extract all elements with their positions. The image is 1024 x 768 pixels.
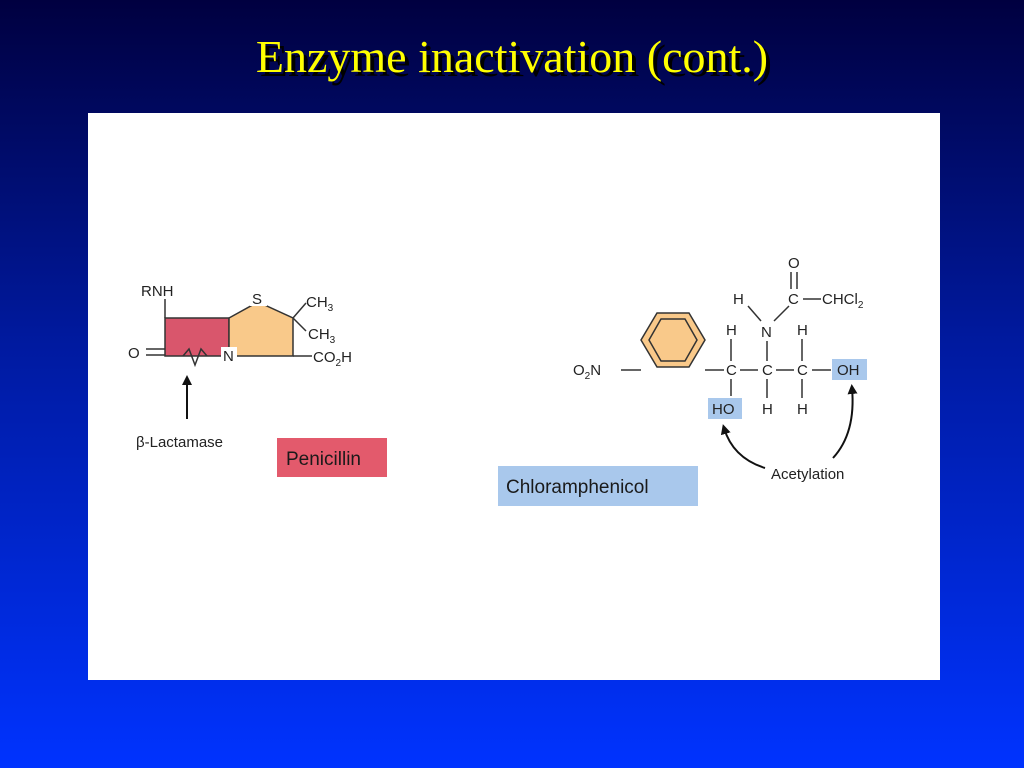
slide-title: Enzyme inactivation (cont.) [255, 31, 769, 82]
acetylation-arrow-right [832, 384, 858, 459]
beta-lactamase-label: β-Lactamase [136, 434, 223, 451]
hydrogen-label-3: H [762, 401, 773, 418]
carbonyl-carbon-label: C [788, 291, 799, 308]
penicillin-structure: RNH S CH3 CH3 O N CO2H β-Lactamase Penic… [128, 283, 387, 477]
figure-panel: RNH S CH3 CH3 O N CO2H β-Lactamase Penic… [88, 113, 940, 680]
dichloromethyl-label: CHCl2 [822, 291, 864, 311]
hydroxyl-label-primary: OH [837, 362, 860, 379]
penicillin-label-box [277, 438, 387, 477]
nitro-label: O2N [573, 362, 601, 382]
amide-hydrogen-label: H [733, 291, 744, 308]
beta-lactam-ring [164, 317, 230, 357]
carbon-label-1: C [726, 362, 737, 379]
hydrogen-label-4: H [797, 401, 808, 418]
carboxyl-label: CO2H [313, 349, 352, 369]
reaction-diagram: RNH S CH3 CH3 O N CO2H β-Lactamase Penic… [128, 255, 867, 506]
acetylation-label: Acetylation [771, 466, 844, 483]
ho-highlight [708, 398, 742, 419]
benzene-ring [640, 312, 706, 368]
carbonyl-oxygen-label: O [788, 255, 800, 272]
carbonyl-oxygen-label: O [128, 345, 140, 362]
chloramphenicol-label-box [498, 466, 698, 506]
carbon-label-2: C [762, 362, 773, 379]
methyl-label-bottom: CH3 [308, 326, 336, 346]
thiazolidine-ring [228, 301, 294, 357]
methyl-label-top: CH3 [306, 294, 334, 314]
chloramphenicol-structure: O2N O C CHCl2 H N H H C C C HO H H OH Ac… [498, 255, 867, 506]
cleavage-site [182, 347, 208, 368]
chloramphenicol-name: Chloramphenicol [506, 477, 649, 498]
nitrogen-label: N [223, 348, 234, 365]
hydrogen-label-1: H [726, 322, 737, 339]
carbon-label-3: C [797, 362, 808, 379]
hydroxyl-label-secondary: HO [712, 401, 735, 418]
sulfur-label: S [252, 291, 262, 308]
amide-nitrogen-label: N [761, 324, 772, 341]
acetylation-arrow-left [720, 424, 766, 469]
hydrogen-label-2: H [797, 322, 808, 339]
penicillin-name: Penicillin [286, 449, 361, 470]
rnh-label: RNH [141, 283, 174, 300]
oh-highlight [832, 359, 867, 380]
